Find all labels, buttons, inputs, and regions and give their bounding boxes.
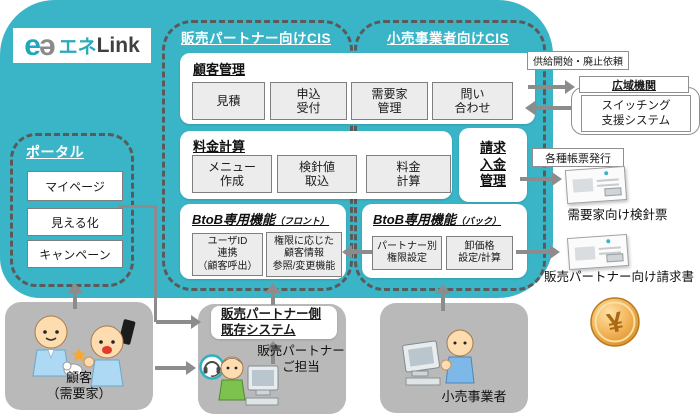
invoice-doc-label: 販売パートナー向け請求書: [543, 270, 694, 284]
doc-line: [598, 246, 621, 250]
invoice-mgmt-title: 請求 入金 管理: [479, 139, 506, 189]
invoice-document-icon: [566, 233, 630, 271]
billing-calc-title: 料金計算: [193, 139, 246, 154]
btob-back-suffix: （バック）: [456, 216, 502, 226]
portal-item-visualization: 見える化: [27, 208, 123, 236]
logo-mark-schwa-icon: ə: [38, 28, 56, 62]
doc-line: [596, 178, 619, 182]
partner-actor-box: 販売パートナー側 既存システム 販売パートナー ご担当: [198, 304, 346, 414]
switching-support-system: スイッチング 支援システム: [581, 95, 691, 132]
retailer-illustration-icon: [402, 329, 475, 386]
meter-slip-document-icon: [564, 165, 628, 205]
arrow-retailer-to-btob-back: [435, 284, 451, 311]
arrow-from-switching: [525, 101, 572, 115]
btob-back-title-text: BtoB専用機能: [373, 212, 457, 227]
doc-stamp: [606, 253, 624, 263]
retailer-actor-box: 小売事業者: [380, 303, 528, 413]
arrow-staff-to-system: [265, 341, 281, 364]
yen-coin-icon: ¥: [589, 296, 641, 348]
logo-name-jp: エネ: [58, 37, 97, 58]
doc-line: [596, 183, 620, 187]
connector-mypage-v: [154, 205, 157, 322]
portal-item-campaign: キャンペーン: [27, 240, 123, 268]
arrow-mypage-to-system: [156, 315, 201, 329]
partner-staff-label: 販売パートナー ご担当: [257, 344, 345, 374]
zone-retail-cis-title: 小売事業者向けCIS: [386, 31, 509, 46]
cell-fee-calc: 料金 計算: [366, 155, 451, 193]
arrow-system-to-btob-front: [265, 283, 281, 305]
arrow-to-invoice-doc: [516, 245, 560, 259]
customer-actor-box: 顧客 （需要家）: [5, 302, 153, 410]
zone-partner-cis-title: 販売パートナー向けCIS: [180, 31, 331, 46]
cell-consumer-mgmt: 需要家 管理: [351, 82, 428, 120]
retailer-label: 小売事業者: [441, 389, 507, 404]
arrow-customer-to-staff: [155, 361, 196, 375]
portal-title: ポータル: [26, 144, 84, 160]
supply-request-label: 供給開始・廃止依頼: [527, 51, 629, 70]
cell-userid-link: ユーザID 連携 （顧客呼出）: [192, 233, 263, 276]
btob-back-title: BtoB専用機能（バック）: [373, 209, 501, 228]
arrow-back-to-front: [342, 245, 372, 259]
customer-mgmt-title: 顧客管理: [193, 62, 246, 77]
partner-staff-illustration-icon: [218, 356, 279, 406]
connector-mypage-h: [118, 205, 157, 208]
logo-name-en: Link: [96, 33, 140, 57]
forms-issue-label: 各種帳票発行: [532, 148, 624, 167]
cell-menu-create: メニュー 作成: [192, 155, 272, 193]
enelink-logo: e ə エネ Link: [13, 28, 151, 63]
portal-item-mypage: マイページ: [27, 171, 123, 201]
logo-mark-e-icon: e: [24, 28, 41, 62]
arrow-to-meter-slip: [520, 172, 562, 186]
btob-front-title: BtoB専用機能（フロント）: [192, 209, 329, 228]
cell-estimate: 見積: [192, 82, 265, 120]
customers-illustration-icon: [32, 315, 136, 387]
module-invoice-mgmt: 請求 入金 管理: [459, 128, 527, 202]
btob-front-title-text: BtoB専用機能: [192, 212, 276, 227]
doc-address-block: [572, 178, 594, 193]
arrow-customer-to-portal: [67, 283, 83, 309]
doc-stamp: [604, 187, 622, 197]
meter-slip-label: 需要家向け検針票: [567, 208, 668, 222]
cell-application: 申込 受付: [270, 82, 347, 120]
doc-dot: [604, 171, 609, 176]
cell-inquiry: 問い 合わせ: [432, 82, 513, 120]
okios-title: 広域機関: [579, 76, 689, 93]
customer-actor-label: 顧客 （需要家）: [46, 370, 112, 402]
btob-front-suffix: （フロント）: [275, 216, 330, 226]
yen-symbol: ¥: [604, 306, 626, 340]
arrow-to-okios: [528, 80, 575, 94]
cell-permission-view: 権限に応じた 顧客情報 参照/変更機能: [266, 232, 342, 277]
headset-icon: [199, 354, 225, 380]
cell-partner-permission: パートナー別 権限設定: [372, 236, 442, 270]
cell-meter-import: 検針値 取込: [277, 155, 357, 193]
doc-dot: [606, 239, 611, 244]
doc-address-block: [574, 246, 596, 261]
partner-existing-system-label: 販売パートナー側 既存システム: [221, 306, 322, 337]
cell-wholesale-price: 卸価格 設定/計算: [446, 236, 513, 270]
